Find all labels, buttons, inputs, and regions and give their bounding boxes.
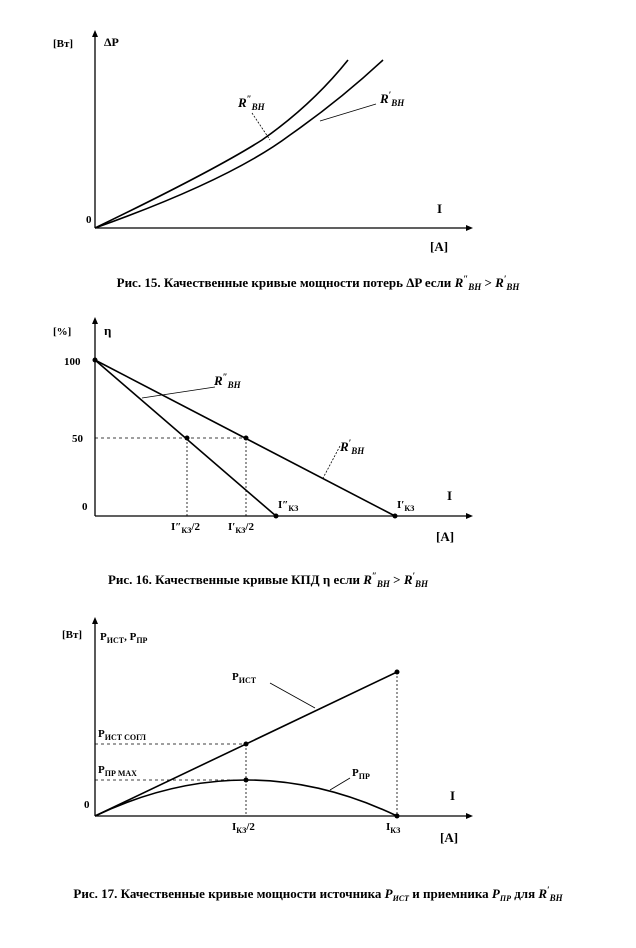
line-label-r-double-prime: R″BH	[213, 372, 242, 390]
line-label-p-source: PИСТ	[232, 671, 257, 685]
figure-17: [Вт] PИСТ, PПР 0 I [A] PИСТ СОГЛ PПР MAX…	[62, 617, 564, 903]
y-unit-label: [%]	[53, 326, 71, 338]
y-tick-100: 100	[64, 356, 81, 368]
origin-label: 0	[86, 214, 92, 226]
y-tick-50: 50	[72, 433, 84, 445]
level-label-source-matched: PИСТ СОГЛ	[98, 728, 146, 742]
label-i-short: IКЗ	[386, 821, 400, 835]
curve-r-double-prime	[94, 59, 349, 229]
y-unit-label: [Вт]	[62, 629, 82, 641]
figure-15: [Вт] ΔP 0 I [A] R″BH R′BH Рис. 15. Качес…	[53, 30, 521, 292]
origin-label: 0	[82, 501, 88, 513]
point-short-prime	[392, 513, 398, 519]
x-unit-label: [A]	[440, 830, 458, 845]
label-i-half-prime: I′КЗ/2	[228, 521, 254, 535]
point-short-double-prime	[273, 513, 279, 519]
leader-p-source	[269, 682, 316, 709]
curve-r-prime	[94, 59, 384, 229]
label-i-half-short: IКЗ/2	[232, 821, 255, 835]
level-label-load-max: PПР MAX	[98, 764, 137, 778]
leader-r-prime	[319, 103, 377, 122]
x-unit-label: [A]	[430, 239, 448, 254]
y-unit-label: [Вт]	[53, 38, 73, 50]
x-axis-label: I	[450, 788, 455, 803]
figure-caption: Рис. 15. Качественные кривые мощности по…	[117, 274, 521, 292]
curve-label-r-prime: R′BH	[379, 90, 405, 108]
x-axis-label: I	[437, 201, 442, 216]
point-start	[92, 357, 98, 363]
figure-caption: Рис. 17. Качественные кривые мощности ис…	[73, 885, 563, 903]
leader-r-prime	[321, 445, 341, 481]
y-axis-label: η	[104, 323, 111, 338]
x-unit-label: [A]	[436, 529, 454, 544]
label-i-short-double-prime: I″КЗ	[278, 499, 298, 513]
leader-r-double-prime	[251, 112, 271, 141]
x-axis-label: I	[447, 488, 452, 503]
curve-label-p-load: PПР	[352, 767, 370, 781]
y-axis-label: PИСТ, PПР	[100, 631, 148, 645]
line-label-r-prime: R′BH	[339, 438, 365, 456]
figure-caption: Рис. 16. Качественные кривые КПД η если …	[108, 571, 429, 589]
point-load-end	[394, 813, 400, 819]
y-axis-label: ΔP	[104, 35, 119, 49]
curve-label-r-double-prime: R″BH	[237, 94, 266, 112]
leader-r-double-prime	[141, 386, 216, 399]
figure-16: [%] η 100 50 0 I [A] R″BH R′BH I″КЗ I′КЗ…	[53, 317, 473, 589]
label-i-half-double-prime: I″КЗ/2	[171, 521, 200, 535]
label-i-short-prime: I′КЗ	[397, 499, 414, 513]
leader-p-load	[329, 777, 351, 791]
origin-label: 0	[84, 799, 90, 811]
